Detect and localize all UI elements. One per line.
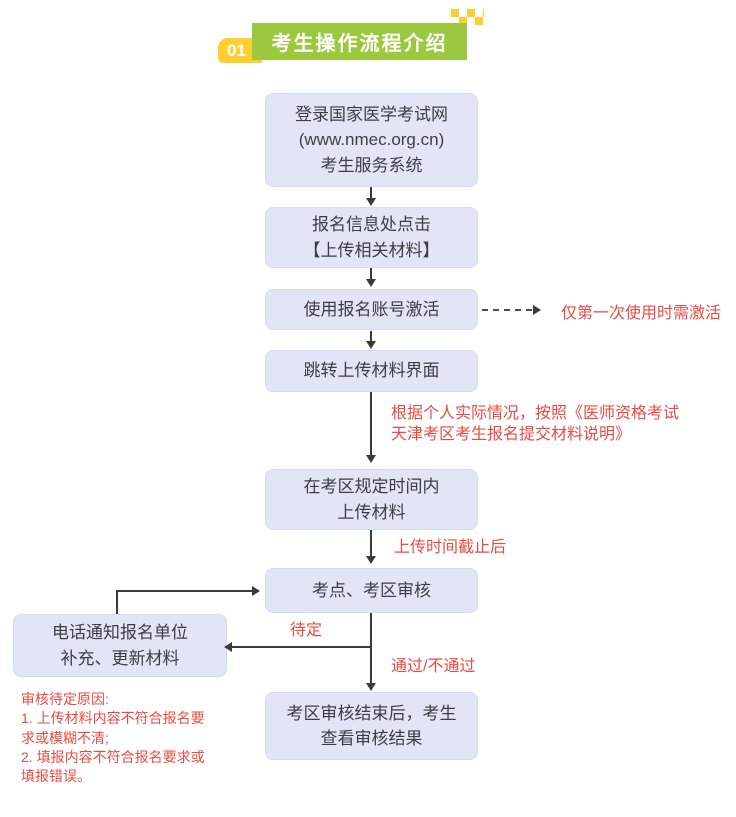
arrowhead-left-icon — [224, 642, 232, 652]
arrow-line — [370, 530, 372, 556]
note-activate: 仅第一次使用时需激活 — [561, 305, 722, 322]
arrowhead-right-icon — [533, 305, 541, 315]
arrowhead-down-icon — [366, 683, 376, 691]
arrow-line — [232, 646, 371, 648]
step-view-result-box: 考区审核结束后，考生 查看审核结果 — [265, 692, 478, 760]
arrow-line — [370, 187, 372, 198]
arrow-line — [370, 613, 372, 683]
checker-decoration-icon — [451, 9, 484, 25]
step-review-box: 考点、考区审核 — [265, 568, 478, 613]
step-upload-in-time-box: 在考区规定时间内 上传材料 — [265, 469, 478, 530]
section-number: 01 — [227, 40, 246, 60]
arrow-line — [370, 392, 372, 455]
side-notify-unit-box: 电话通知报名单位 补充、更新材料 — [13, 614, 227, 677]
arrowhead-down-icon — [366, 279, 376, 287]
arrowhead-down-icon — [366, 341, 376, 349]
note-material-instructions: 根据个人实际情况，按照《医师资格考试 天津考区考生报名提交材料说明》 — [391, 405, 680, 444]
step-jump-upload-box: 跳转上传材料界面 — [265, 350, 478, 392]
label-pending: 待定 — [290, 622, 323, 639]
arrow-line — [370, 331, 372, 341]
step-login-box: 登录国家医学考试网 (www.nmec.org.cn) 考生服务系统 — [265, 93, 478, 187]
arrowhead-down-icon — [366, 198, 376, 206]
note-pending-reasons: 审核待定原因: 1. 上传材料内容不符合报名要 求或模糊不清; 2. 填报内容不… — [21, 691, 205, 785]
connector-vertical-line — [116, 590, 118, 614]
arrowhead-down-icon — [366, 556, 376, 564]
arrow-line — [370, 268, 372, 279]
arrowhead-right-icon — [252, 586, 260, 596]
section-title: 考生操作流程介绍 — [271, 33, 448, 55]
note-upload-deadline: 上传时间截止后 — [394, 539, 507, 556]
section-title-banner: 考生操作流程介绍 — [252, 23, 467, 60]
connector-horizontal-line — [116, 590, 252, 592]
step-activate-box: 使用报名账号激活 — [265, 289, 478, 330]
arrowhead-down-icon — [366, 455, 376, 463]
dashed-line — [482, 309, 532, 311]
label-pass-fail: 通过/不通过 — [391, 658, 476, 675]
step-click-upload-box: 报名信息处点击 【上传相关材料】 — [265, 207, 478, 268]
